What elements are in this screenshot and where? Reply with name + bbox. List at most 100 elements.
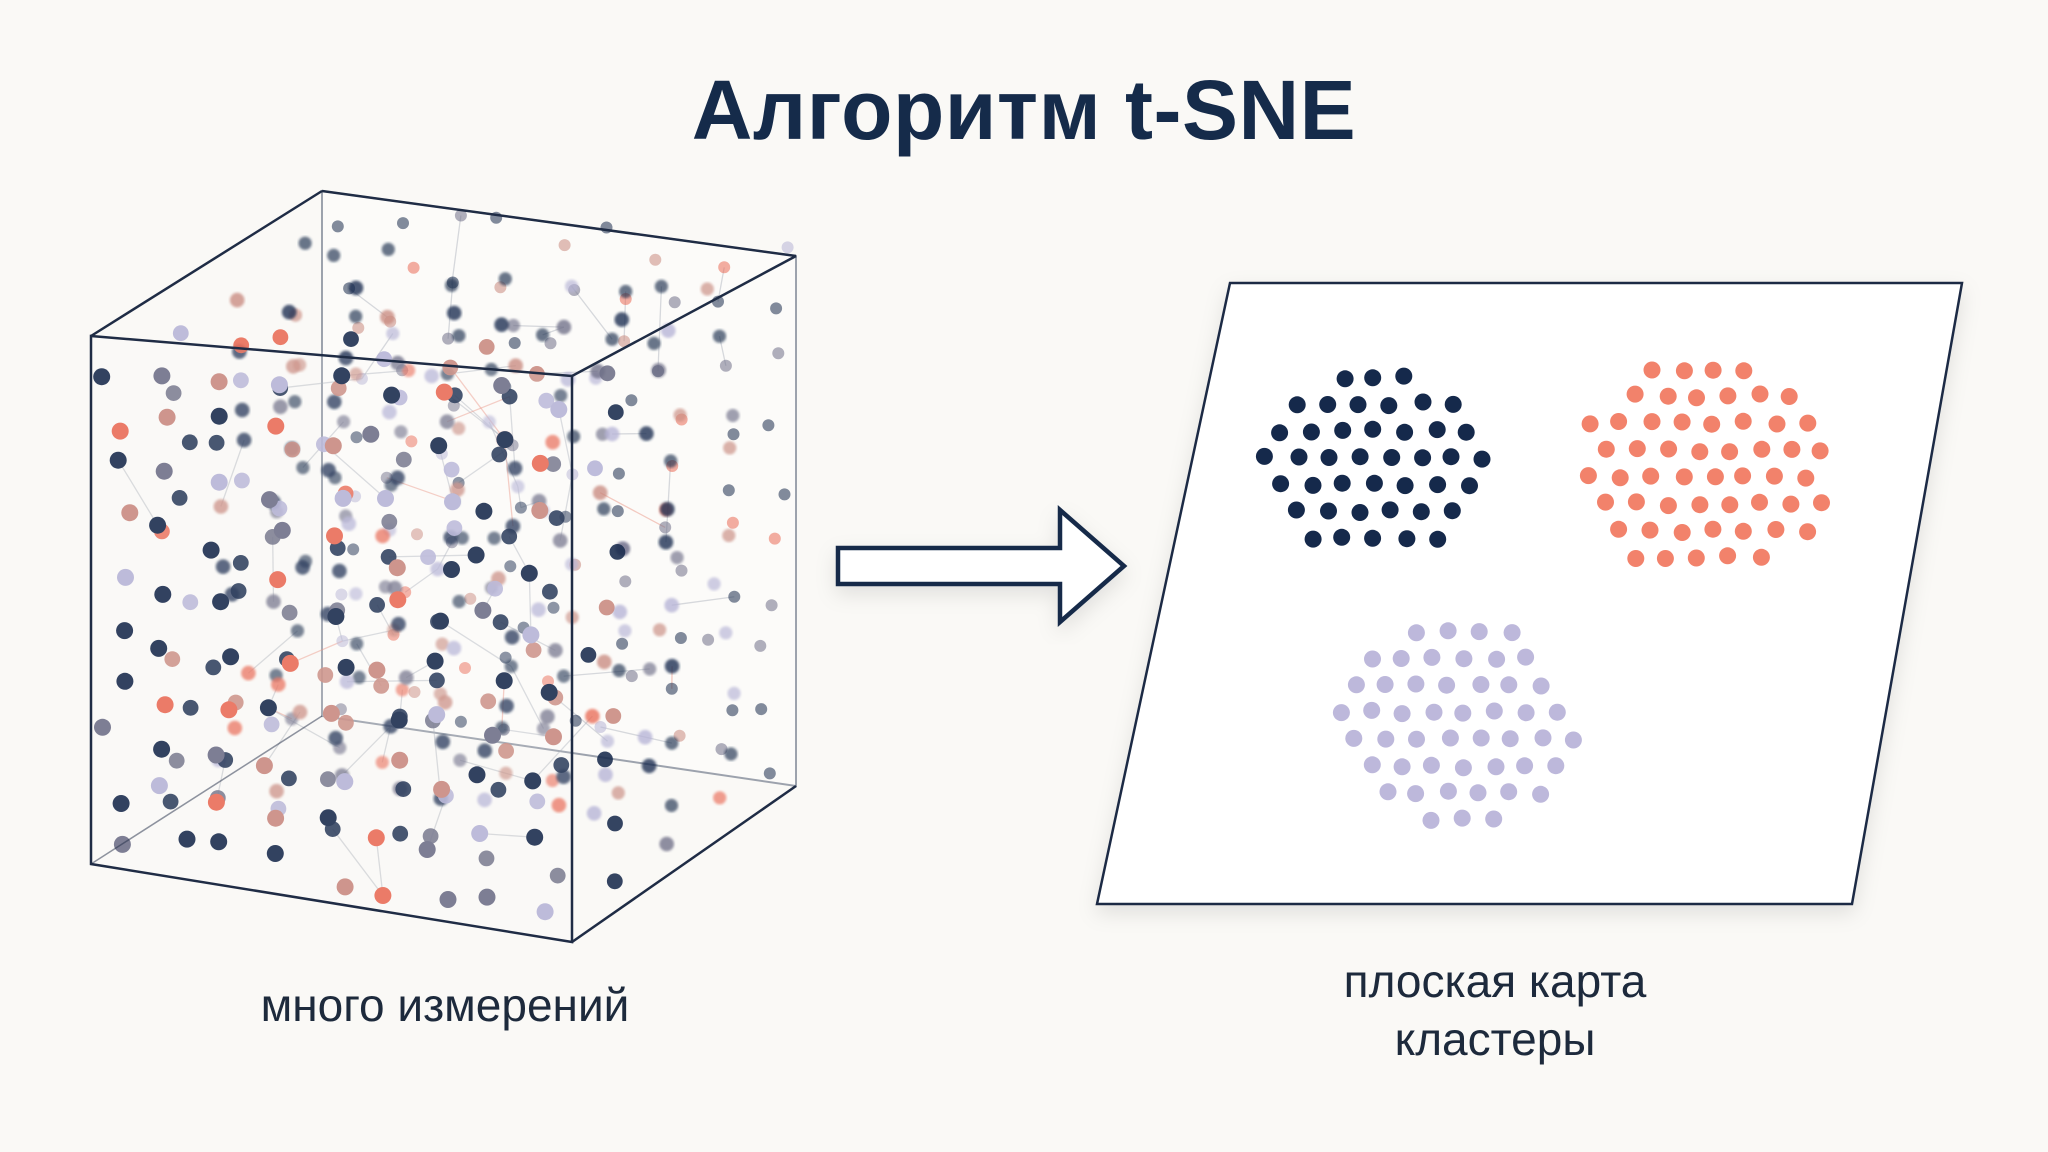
cluster-point [1627, 550, 1645, 567]
cluster-point [1319, 396, 1337, 413]
data-point [664, 798, 679, 813]
data-point [718, 261, 731, 274]
data-point [266, 845, 284, 862]
data-point [112, 795, 130, 812]
data-point [673, 408, 687, 422]
cube-edge [90, 189, 323, 338]
data-point [478, 888, 496, 906]
data-point [482, 415, 496, 429]
data-point [348, 280, 364, 296]
data-point [499, 766, 513, 780]
data-point [377, 490, 394, 507]
cluster-point [1767, 521, 1785, 538]
data-point [674, 632, 687, 644]
data-point [522, 626, 540, 644]
data-point [429, 672, 445, 689]
data-point [542, 583, 558, 600]
data-point [263, 716, 280, 733]
cluster-point [1393, 758, 1411, 776]
data-point [273, 399, 288, 415]
data-point [349, 587, 363, 601]
data-point [420, 549, 436, 565]
cluster-point [1381, 501, 1399, 519]
data-point [398, 670, 414, 685]
cluster-point [1675, 468, 1693, 486]
data-point [154, 585, 172, 603]
clusters [1255, 361, 1830, 829]
cluster-point [1721, 496, 1739, 514]
data-point [202, 541, 220, 559]
data-point [210, 407, 228, 425]
cluster-point [1428, 421, 1446, 439]
data-point [435, 383, 453, 401]
data-point [520, 564, 538, 582]
data-point [529, 793, 546, 810]
data-point [719, 359, 732, 372]
cluster-point [1393, 705, 1411, 723]
cluster-point [1454, 704, 1472, 722]
data-point [443, 561, 460, 578]
data-point [707, 577, 721, 591]
cluster-point [1444, 395, 1462, 413]
data-point [94, 718, 111, 736]
point-link [375, 837, 384, 896]
point-link [247, 630, 298, 674]
data-point [298, 236, 312, 250]
data-point [375, 755, 389, 769]
cube-points [93, 209, 794, 921]
data-point [352, 670, 366, 685]
data-point [432, 612, 449, 630]
cluster-point [1719, 547, 1737, 565]
cube-edge [571, 254, 797, 378]
cluster-point [1751, 493, 1768, 511]
data-point [604, 426, 620, 442]
data-point [207, 793, 225, 811]
cluster-point [1439, 782, 1457, 800]
cluster-point [1488, 650, 1506, 668]
cluster-point [1797, 469, 1815, 487]
data-point [598, 767, 613, 782]
data-point [545, 456, 562, 472]
data-point [374, 887, 392, 904]
data-point [495, 672, 513, 690]
cluster-point [1703, 415, 1721, 433]
data-point [321, 462, 336, 478]
cluster-point [1438, 676, 1456, 694]
cluster-point [1376, 676, 1394, 693]
data-point [391, 616, 406, 632]
data-point [600, 734, 615, 748]
data-point [455, 531, 469, 545]
cluster-point [1364, 529, 1382, 547]
data-point [545, 728, 562, 746]
data-point [765, 599, 778, 612]
cluster-point [1453, 809, 1471, 827]
data-point [281, 604, 298, 621]
point-link [356, 643, 382, 687]
data-point [653, 623, 667, 637]
data-point [567, 429, 581, 444]
cluster-point [1691, 496, 1709, 514]
data-point [205, 659, 222, 676]
cluster-point [1473, 450, 1491, 468]
point-link [220, 439, 245, 507]
data-point [426, 652, 444, 670]
point-link [528, 573, 532, 635]
data-point [585, 708, 600, 724]
data-point [664, 658, 680, 674]
data-point [514, 501, 527, 514]
data-point [171, 490, 188, 506]
cube-edge [321, 189, 797, 258]
data-point [153, 367, 171, 385]
cluster-point [1579, 467, 1597, 485]
data-point [397, 217, 409, 230]
data-point [350, 637, 364, 651]
data-point [222, 648, 240, 666]
cluster-point [1461, 477, 1478, 495]
data-point [395, 781, 412, 797]
cluster-point [1659, 497, 1677, 515]
data-point [702, 633, 715, 646]
point-link [510, 666, 545, 729]
data-point [227, 720, 243, 736]
data-point [367, 829, 385, 847]
data-point [259, 699, 277, 717]
